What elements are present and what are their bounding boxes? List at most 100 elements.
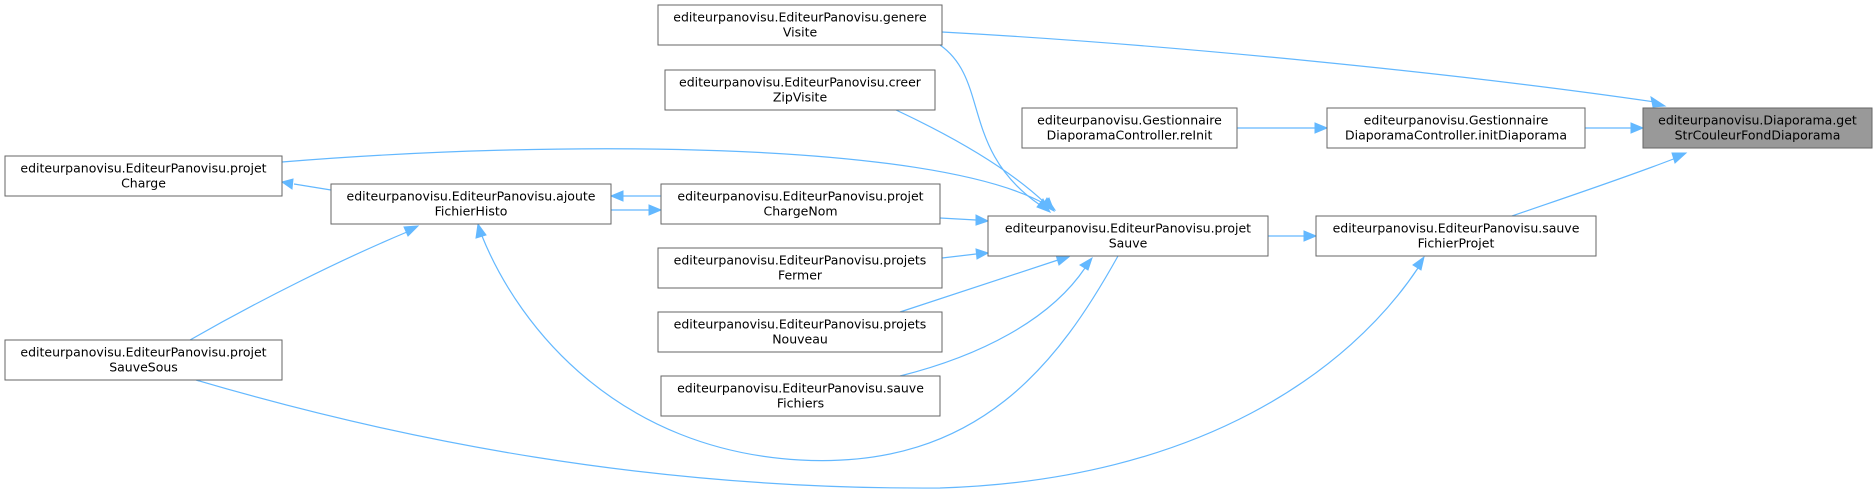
- arrowhead-icon: [403, 225, 420, 237]
- edge-sauveFP-to-root: [1511, 152, 1688, 217]
- edge-ajoute-to-chargeNom: [611, 204, 663, 216]
- node-box[interactable]: [660, 375, 941, 417]
- arrowhead-icon: [1079, 256, 1093, 271]
- node-reInit[interactable]: editeurpanovisu.GestionnaireDiaporamaCon…: [1021, 107, 1238, 149]
- node-label-line: editeurpanovisu.EditeurPanovisu.projet: [20, 161, 266, 176]
- node-sauveFich[interactable]: editeurpanovisu.EditeurPanovisu.sauveFic…: [660, 375, 941, 417]
- arrowhead-icon: [648, 204, 663, 216]
- node-label-line: SauveSous: [109, 360, 178, 375]
- node-label-line: editeurpanovisu.EditeurPanovisu.projet: [677, 189, 923, 204]
- edge-line: [895, 109, 1046, 204]
- arrowhead-icon: [975, 248, 990, 260]
- node-label-line: Charge: [121, 176, 166, 191]
- edge-ajoute-to-charge: [280, 178, 332, 191]
- node-box[interactable]: [1315, 215, 1597, 257]
- edge-line: [939, 217, 977, 221]
- edge-reInit-to-initDiap: [1237, 122, 1329, 134]
- node-box[interactable]: [1326, 107, 1586, 149]
- node-fermer[interactable]: editeurpanovisu.EditeurPanovisu.projetsF…: [657, 247, 943, 289]
- node-label-line: editeurpanovisu.EditeurPanovisu.projets: [674, 317, 927, 332]
- edge-line: [899, 267, 1086, 377]
- node-box[interactable]: [1021, 107, 1238, 149]
- edge-sauveFich-to-projetSauve: [899, 256, 1093, 377]
- node-label-line: editeurpanovisu.Gestionnaire: [1037, 113, 1222, 128]
- graph-nodes: editeurpanovisu.Diaporama.getStrCouleurF…: [4, 4, 1873, 417]
- edge-charge-to-projetSauve: [281, 148, 1057, 211]
- edge-sauveSous-to-ajoute: [189, 225, 420, 341]
- edge-line: [899, 259, 1059, 313]
- node-label-line: editeurpanovisu.EditeurPanovisu.projets: [674, 253, 927, 268]
- arrowhead-icon: [1630, 122, 1645, 134]
- node-chargeNom[interactable]: editeurpanovisu.EditeurPanovisu.projetCh…: [660, 183, 941, 225]
- node-label-line: editeurpanovisu.Gestionnaire: [1364, 113, 1549, 128]
- node-nouveau[interactable]: editeurpanovisu.EditeurPanovisu.projetsN…: [657, 311, 943, 353]
- edge-chargeNom-to-ajoute: [609, 190, 661, 202]
- node-ajoute[interactable]: editeurpanovisu.EditeurPanovisu.ajouteFi…: [330, 183, 612, 225]
- edge-initDiap-to-root: [1585, 122, 1645, 134]
- node-label-line: StrCouleurFondDiaporama: [1675, 128, 1841, 143]
- arrowhead-icon: [1650, 95, 1667, 108]
- node-label-line: Visite: [783, 25, 818, 40]
- edge-projetSauve-to-ajoute: [475, 222, 1119, 462]
- node-box[interactable]: [657, 311, 943, 353]
- node-box[interactable]: [657, 4, 943, 46]
- node-label-line: editeurpanovisu.EditeurPanovisu.projet: [1005, 221, 1251, 236]
- node-creerZip[interactable]: editeurpanovisu.EditeurPanovisu.creerZip…: [664, 69, 936, 111]
- edge-line: [1511, 157, 1677, 217]
- node-box[interactable]: [4, 155, 283, 197]
- node-label-line: FichierHisto: [435, 204, 508, 219]
- node-label-line: Fichiers: [777, 396, 824, 411]
- node-box[interactable]: [664, 69, 936, 111]
- edge-line: [189, 231, 408, 341]
- node-charge[interactable]: editeurpanovisu.EditeurPanovisu.projetCh…: [4, 155, 283, 197]
- arrowhead-icon: [1303, 230, 1318, 242]
- node-label-line: Fermer: [778, 268, 823, 283]
- arrowhead-icon: [1671, 152, 1688, 164]
- node-sauveSous[interactable]: editeurpanovisu.EditeurPanovisu.projetSa…: [4, 339, 283, 381]
- node-root[interactable]: editeurpanovisu.Diaporama.getStrCouleurF…: [1642, 107, 1873, 149]
- node-box[interactable]: [330, 183, 612, 225]
- node-label-line: FichierProjet: [1418, 236, 1495, 251]
- node-box[interactable]: [657, 247, 943, 289]
- edge-line: [941, 253, 977, 259]
- arrowhead-icon: [1412, 255, 1425, 271]
- arrowhead-icon: [1041, 197, 1057, 211]
- node-label-line: editeurpanovisu.EditeurPanovisu.genere: [673, 10, 927, 25]
- node-label-line: ChargeNom: [763, 204, 837, 219]
- node-label-line: Nouveau: [772, 332, 828, 347]
- node-label-line: DiaporamaController.reInit: [1047, 128, 1213, 143]
- node-label-line: editeurpanovisu.Diaporama.get: [1658, 113, 1857, 128]
- edge-genere-to-root: [941, 31, 1667, 108]
- node-projetSauve[interactable]: editeurpanovisu.EditeurPanovisu.projetSa…: [987, 215, 1269, 257]
- edge-sauveSous-to-sauveFP: [195, 255, 1425, 489]
- node-label-line: editeurpanovisu.EditeurPanovisu.ajoute: [347, 189, 596, 204]
- edge-line: [281, 148, 1046, 205]
- node-sauveFP[interactable]: editeurpanovisu.EditeurPanovisu.sauveFic…: [1315, 215, 1597, 257]
- node-label-line: editeurpanovisu.EditeurPanovisu.sauve: [1333, 221, 1580, 236]
- node-box[interactable]: [1642, 107, 1873, 149]
- node-box[interactable]: [660, 183, 941, 225]
- node-initDiap[interactable]: editeurpanovisu.GestionnaireDiaporamaCon…: [1326, 107, 1586, 149]
- node-genere[interactable]: editeurpanovisu.EditeurPanovisu.genereVi…: [657, 4, 943, 46]
- node-label-line: DiaporamaController.initDiaporama: [1345, 128, 1567, 143]
- edge-nouveau-to-projetSauve: [899, 254, 1072, 313]
- graph-edges: [189, 31, 1688, 489]
- node-box[interactable]: [4, 339, 283, 381]
- arrowhead-icon: [475, 222, 487, 239]
- arrowhead-icon: [975, 214, 990, 226]
- arrowhead-icon: [609, 190, 624, 202]
- edge-line: [293, 183, 332, 191]
- edge-line: [195, 267, 1419, 489]
- edge-line: [941, 31, 1656, 103]
- arrowhead-icon: [280, 178, 294, 190]
- node-box[interactable]: [987, 215, 1269, 257]
- node-label-line: Sauve: [1109, 236, 1148, 251]
- edge-fermer-to-projetSauve: [941, 248, 990, 260]
- edge-chargeNom-to-projetSauve: [939, 214, 990, 226]
- edge-projetSauve-to-sauveFP: [1268, 230, 1318, 242]
- arrowhead-icon: [1314, 122, 1329, 134]
- node-label-line: editeurpanovisu.EditeurPanovisu.creer: [679, 75, 922, 90]
- edge-line: [939, 44, 1041, 206]
- node-label-line: editeurpanovisu.EditeurPanovisu.projet: [20, 345, 266, 360]
